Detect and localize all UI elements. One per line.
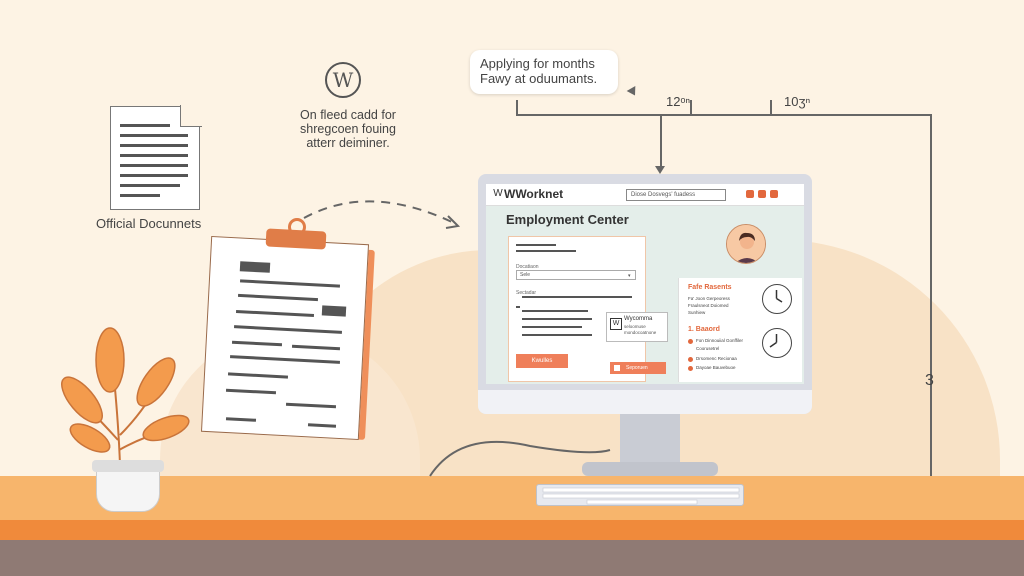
- panel-row[interactable]: Coorusetrel: [696, 346, 720, 351]
- avatar[interactable]: [726, 224, 766, 264]
- company-sub: seloomuse: [624, 324, 646, 329]
- panel-row[interactable]: Sunhiew: [688, 310, 706, 315]
- panel-heading: Fafe Rasents: [688, 284, 732, 291]
- clock-hands: [775, 290, 783, 303]
- clipboard-block: [321, 305, 347, 317]
- document-line: [120, 134, 188, 137]
- logo-glyph: W: [332, 68, 354, 92]
- measure-label: 10ʒⁿ: [784, 94, 811, 109]
- form-select[interactable]: Sele: [516, 270, 636, 280]
- caption-line: On fleed cadd for: [300, 108, 396, 122]
- chevron-down-icon: ▾: [628, 273, 631, 279]
- measure-tick: [690, 100, 692, 114]
- plant-pot-rim: [92, 460, 164, 472]
- form-label: Sectadar: [516, 290, 537, 296]
- clipboard-block: [239, 261, 271, 273]
- status-dot-icon: [688, 357, 693, 362]
- caption-line: atterr deiminer.: [306, 136, 390, 150]
- measure-tick: [516, 100, 518, 116]
- desk-surface: [0, 476, 1024, 520]
- brand-name[interactable]: WWorknet: [504, 187, 564, 201]
- bubble-line: Applying for months: [480, 56, 595, 71]
- form-bullet: [516, 306, 520, 308]
- keyboard-keys: [542, 487, 740, 505]
- panel-row[interactable]: Fa' Joon Gerpeoress: [688, 296, 730, 301]
- form-line: [516, 244, 556, 246]
- clipboard-clip: [265, 228, 327, 250]
- status-dot-icon: [688, 339, 693, 344]
- document-line: [120, 194, 160, 197]
- clock-icon: [762, 284, 792, 314]
- form-line: [522, 334, 592, 336]
- plant-icon: [61, 327, 190, 466]
- caption-line: shregcoen fouing: [300, 122, 396, 136]
- topbar-button[interactable]: [746, 190, 754, 198]
- clipboard-paper: [200, 235, 370, 441]
- document-caption: Official Docunnets: [96, 216, 202, 231]
- document-line: [120, 164, 188, 167]
- measure-tick: [770, 100, 772, 114]
- bubble-line: Fawy at oduumants.: [480, 71, 598, 86]
- form-line: [522, 318, 592, 320]
- monitor-stand: [620, 414, 680, 466]
- arrow-down-icon: [655, 166, 665, 174]
- page-title: Employment Center: [506, 212, 629, 227]
- panel-heading: 1. Baaord: [688, 326, 720, 333]
- monitor-cable: [429, 440, 611, 477]
- wordpress-logo-icon: W: [325, 62, 361, 98]
- form-line: [522, 310, 588, 312]
- document-line: [120, 184, 180, 187]
- cursor-icon: [626, 86, 640, 98]
- speech-bubble: Applying for months Fawy at oduumants.: [470, 50, 618, 94]
- logo-caption: On fleed cadd for shregcoen fouing atter…: [288, 108, 408, 150]
- document-line: [120, 144, 188, 147]
- form-label: Docatiaon: [516, 264, 539, 270]
- monitor-chin: [478, 390, 812, 414]
- measure-label: 3: [925, 372, 934, 389]
- clock-icon: [762, 328, 792, 358]
- floor: [0, 540, 1024, 576]
- company-logo-icon: W: [610, 318, 622, 330]
- document-line: [120, 174, 188, 177]
- desk-edge: [0, 520, 1024, 540]
- search-input[interactable]: Diose Dosvegs' fuadess: [626, 189, 726, 201]
- company-name: Wycomma: [624, 316, 653, 322]
- company-sub: mondocoatnone: [624, 330, 657, 335]
- document-line: [120, 124, 170, 127]
- form-line: [522, 326, 582, 328]
- company-card[interactable]: [606, 312, 668, 342]
- brand-logo-icon: W: [493, 188, 503, 199]
- panel-row[interactable]: Fraulsneot Doiomed: [688, 303, 729, 308]
- measure-line: [930, 114, 932, 476]
- measure-line: [516, 114, 930, 116]
- form-line: [522, 296, 632, 298]
- apply-button[interactable]: Seporuen: [610, 362, 666, 374]
- topbar-button[interactable]: [770, 190, 778, 198]
- dashed-arrow-icon: [303, 200, 461, 229]
- document-line: [120, 154, 188, 157]
- monitor-stand-base: [582, 462, 718, 476]
- document-icon: [614, 365, 620, 371]
- keyboard[interactable]: [536, 484, 744, 506]
- measure-label: 12ᵒⁿ: [666, 94, 691, 109]
- topbar-button[interactable]: [758, 190, 766, 198]
- measure-line: [660, 114, 662, 170]
- submit-button[interactable]: Kwulles: [516, 354, 568, 368]
- panel-row[interactable]: Drsomenc Recionaa: [696, 356, 737, 361]
- avatar-person-icon: [727, 225, 765, 263]
- document-fold: [180, 105, 202, 127]
- clock-hands: [769, 334, 778, 348]
- form-line: [516, 250, 576, 252]
- panel-row[interactable]: Dayoae Bauvebuoe: [696, 365, 736, 370]
- panel-row[interactable]: Fon Dinnouiial Gonffiler: [696, 338, 743, 343]
- status-dot-icon: [688, 366, 693, 371]
